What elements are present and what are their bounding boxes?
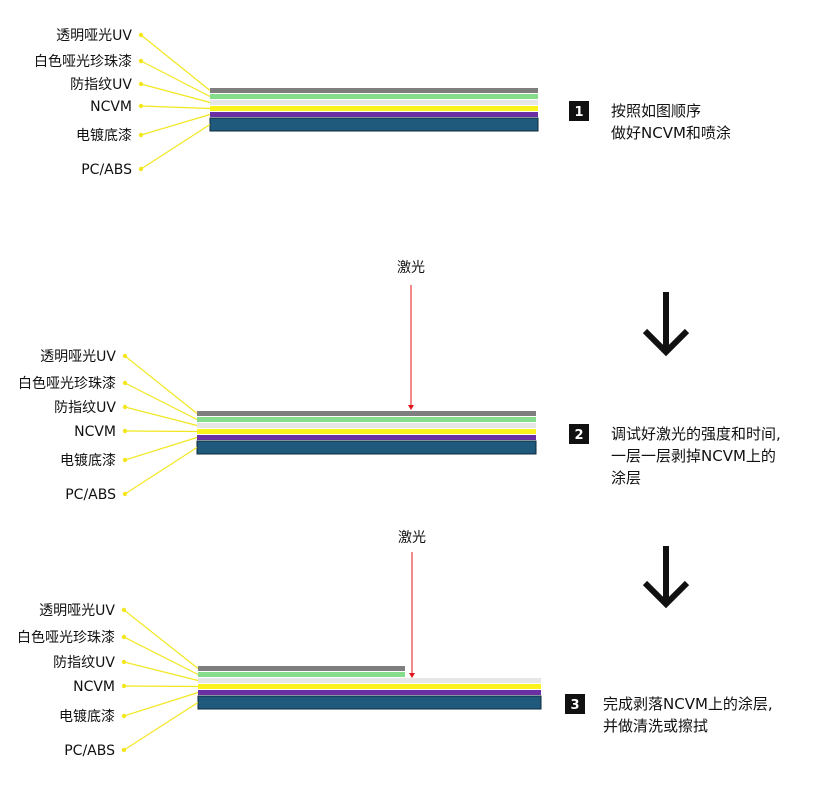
leader-line xyxy=(123,661,199,682)
layer-label: 防指纹UV xyxy=(70,77,132,93)
layer-label: 透明哑光UV xyxy=(56,28,132,44)
ncvm-layer xyxy=(198,684,541,689)
step-1: 1 按照如图顺序 做好NCVM和喷涂 xyxy=(569,101,731,142)
clear-uv-layer xyxy=(210,88,538,93)
ncvm-layer xyxy=(197,429,536,434)
step-1-line-1: 按照如图顺序 xyxy=(611,102,701,120)
step-1-line-2: 做好NCVM和喷涂 xyxy=(611,124,731,142)
substrate-layer xyxy=(196,440,537,455)
plating-base-layer xyxy=(198,690,541,695)
layer-label: 电镀底漆 xyxy=(76,127,132,144)
leader-line xyxy=(123,636,199,676)
down-arrow-icon xyxy=(642,546,690,609)
leader-line xyxy=(124,406,198,427)
fingerprint-uv-layer xyxy=(197,423,536,428)
layer-label: 电镀底漆 xyxy=(60,452,116,469)
leader-line xyxy=(124,430,198,433)
leader-line xyxy=(140,60,211,98)
plating-base-layer xyxy=(197,435,536,440)
leader-line xyxy=(123,691,199,717)
step-3-line-1: 完成剥落NCVM上的涂层, xyxy=(603,695,773,713)
step-2-line-1: 调试好激光的强度和时间, xyxy=(611,425,781,443)
layer-label: 白色哑光珍珠漆 xyxy=(18,375,116,392)
layer-label: PC/ABS xyxy=(65,487,116,503)
step-2-number: 2 xyxy=(574,428,583,443)
white-matte-layer xyxy=(210,94,538,99)
white-matte-layer xyxy=(198,672,405,677)
layer-label: 白色哑光珍珠漆 xyxy=(34,53,132,70)
substrate-layer xyxy=(209,117,539,132)
step-2-badge xyxy=(569,424,589,444)
step-3-badge xyxy=(565,694,585,714)
layer-label: 透明哑光UV xyxy=(40,349,116,365)
clear-uv-layer xyxy=(198,666,405,671)
plating-base-layer xyxy=(210,112,538,117)
leader-line xyxy=(124,446,198,495)
clear-uv-layer xyxy=(197,411,536,416)
fingerprint-uv-layer xyxy=(198,678,541,683)
leader-line xyxy=(140,105,211,110)
layer-label: 防指纹UV xyxy=(54,400,116,416)
step-3-number: 3 xyxy=(570,698,579,713)
leader-line xyxy=(124,436,198,461)
white-matte-layer xyxy=(197,417,536,422)
step-3-line-2: 并做清洗或擦拭 xyxy=(603,717,708,735)
leader-line xyxy=(123,685,199,688)
down-arrow-icon xyxy=(642,292,690,357)
layer-label: 透明哑光UV xyxy=(39,603,115,619)
fingerprint-uv-layer xyxy=(210,100,538,105)
layer-label: 白色哑光珍珠漆 xyxy=(17,629,115,646)
leader-line xyxy=(123,609,199,669)
step-2-line-2: 一层一层剥掉NCVM上的 xyxy=(611,447,776,465)
leader-line xyxy=(140,113,211,136)
layer-label: 防指纹UV xyxy=(53,655,115,671)
laser-label: 激光 xyxy=(397,259,425,276)
leader-line xyxy=(140,123,211,170)
leader-line xyxy=(123,701,199,751)
laser-arrowhead-icon xyxy=(408,405,414,410)
layer-label: NCVM xyxy=(90,99,132,115)
substrate-layer xyxy=(197,695,542,710)
layer-label: 电镀底漆 xyxy=(59,708,115,725)
layer-label: NCVM xyxy=(74,424,116,440)
step-2-line-3: 涂层 xyxy=(611,469,641,487)
leader-line xyxy=(124,355,198,414)
laser-arrowhead-icon xyxy=(409,673,415,678)
step-2: 2 调试好激光的强度和时间, 一层一层剥掉NCVM上的 涂层 xyxy=(569,424,781,487)
leader-line xyxy=(140,83,211,104)
layer-label: PC/ABS xyxy=(64,743,115,759)
layer-label: PC/ABS xyxy=(81,162,132,178)
ncvm-layer xyxy=(210,106,538,111)
step-3: 3 完成剥落NCVM上的涂层, 并做清洗或擦拭 xyxy=(565,694,773,735)
layer-label: NCVM xyxy=(73,679,115,695)
laser-label: 激光 xyxy=(398,529,426,546)
leader-line xyxy=(124,382,198,421)
step-1-number: 1 xyxy=(574,105,583,120)
step-1-badge xyxy=(569,101,589,121)
leader-line xyxy=(140,34,211,91)
